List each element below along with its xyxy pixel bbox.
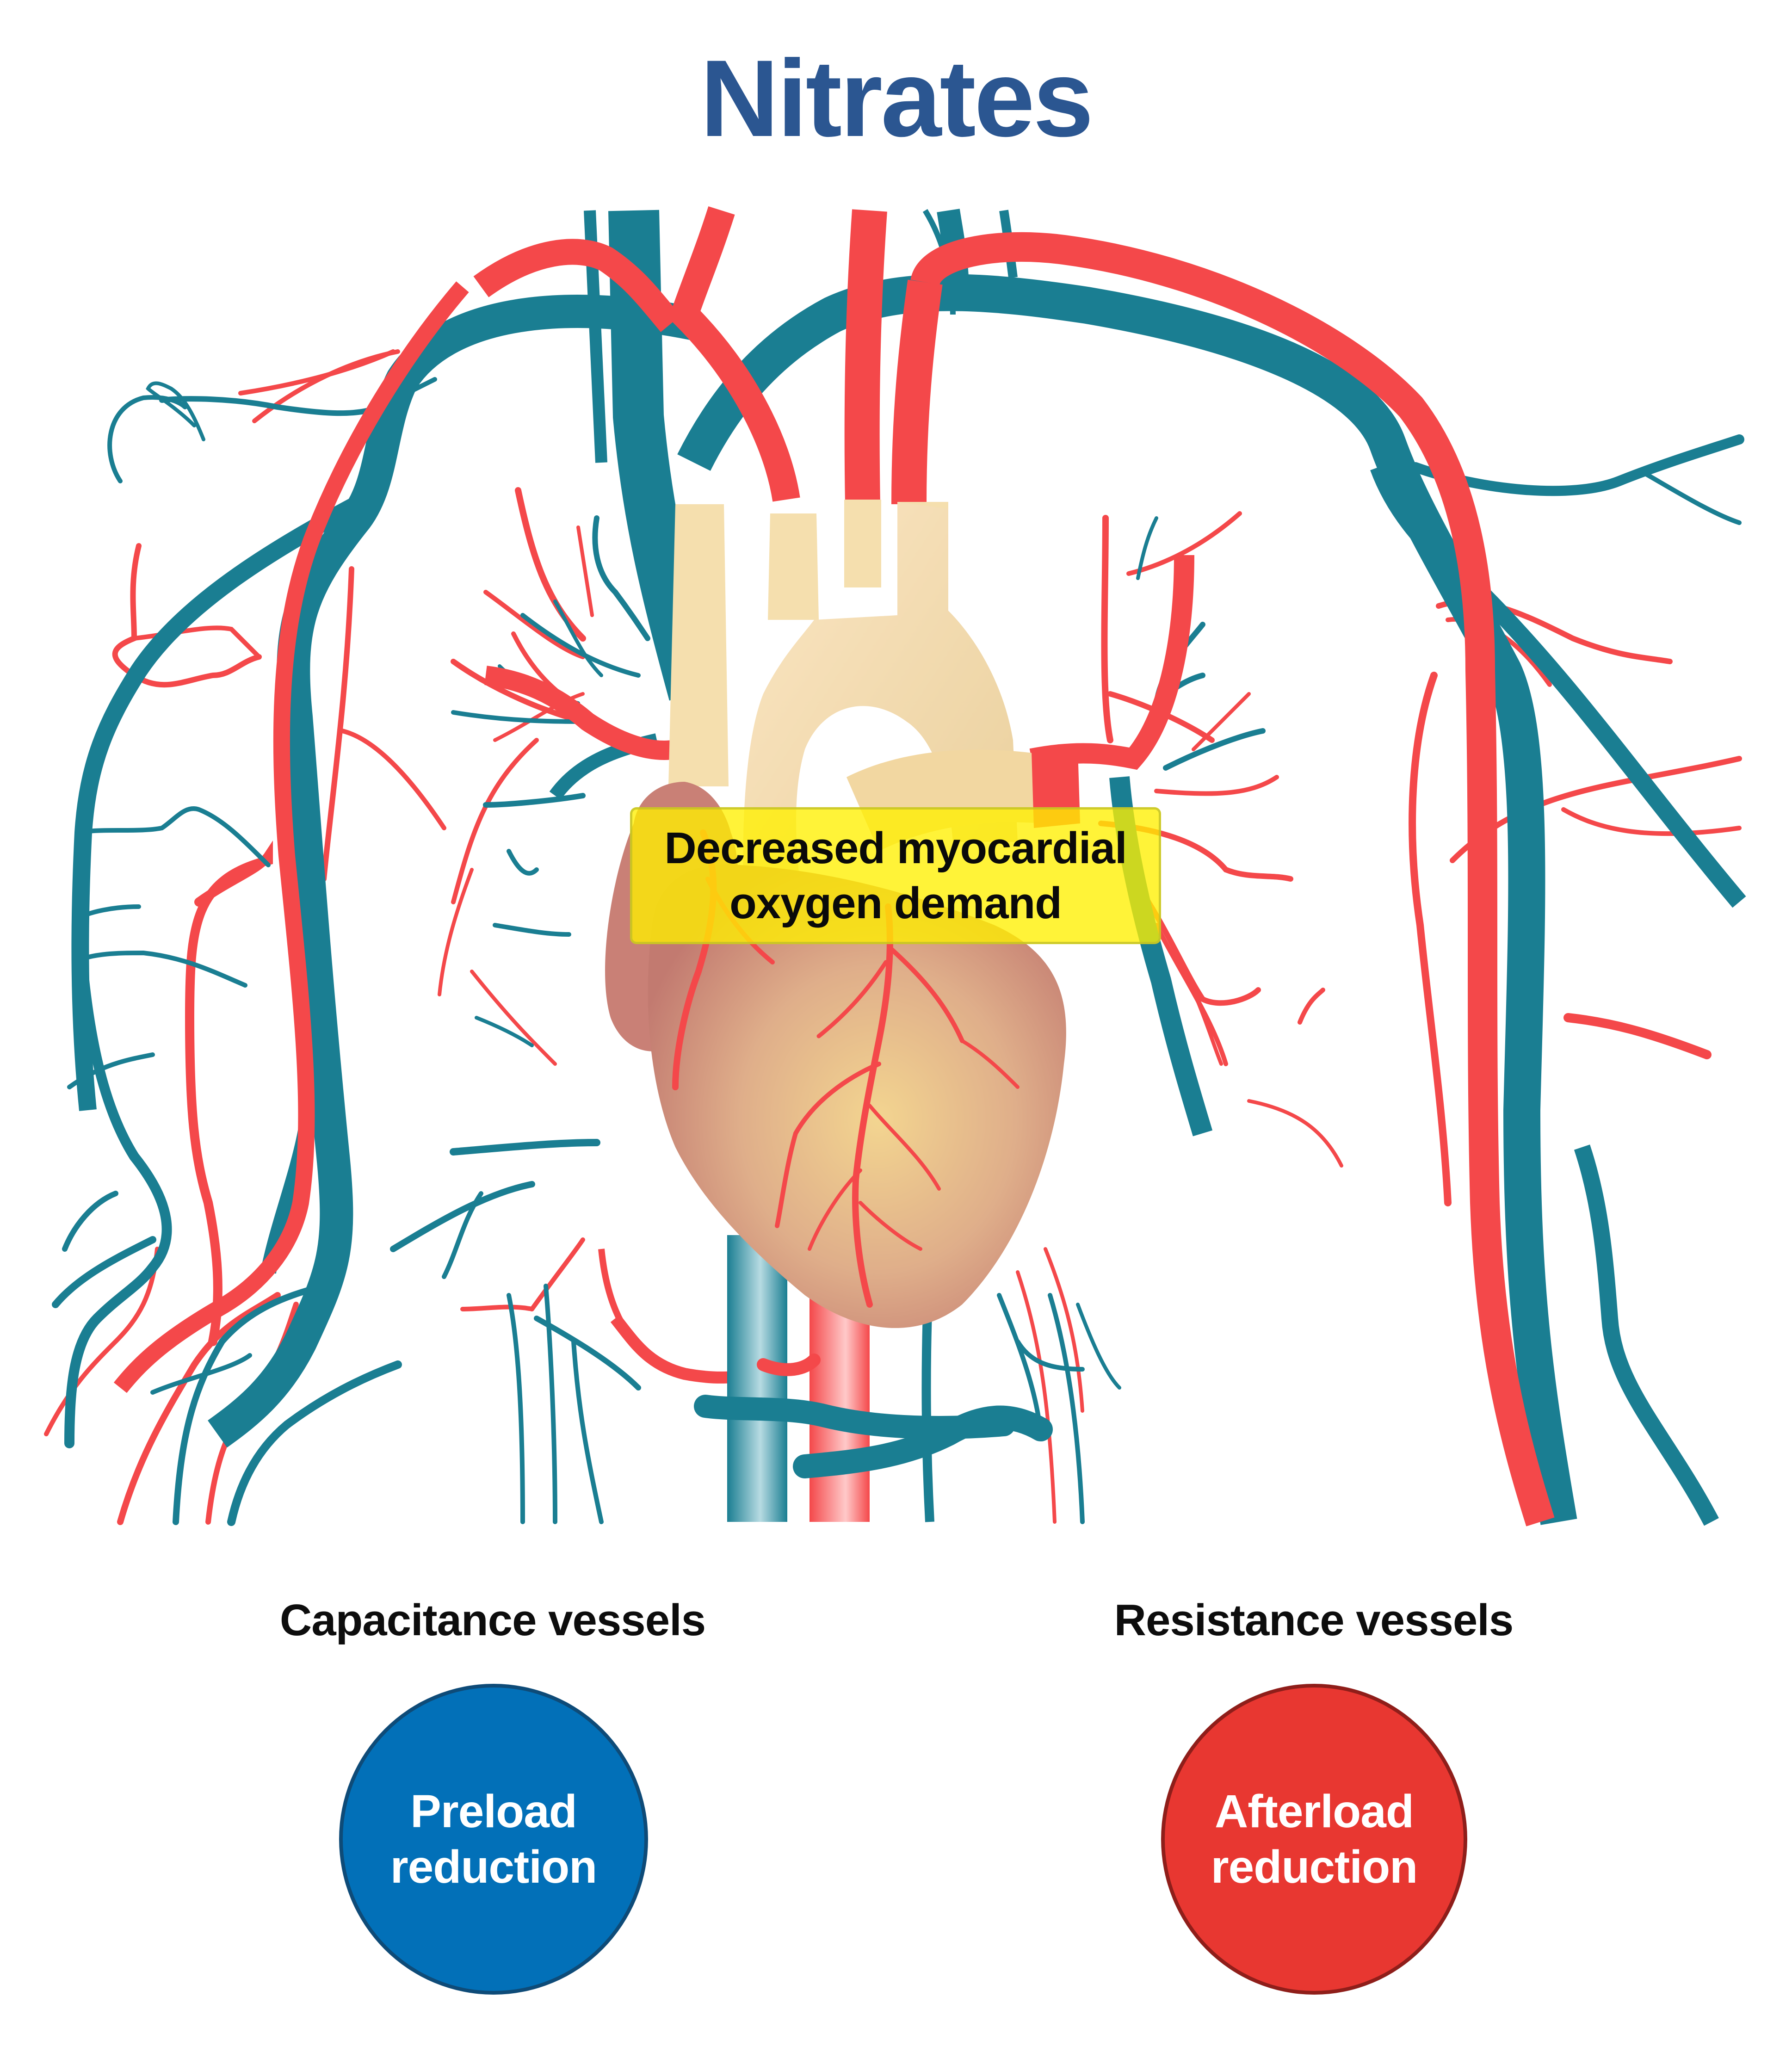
preload-line-2: reduction bbox=[390, 1841, 598, 1893]
afterload-line-2: reduction bbox=[1211, 1841, 1418, 1893]
small-veins bbox=[52, 377, 1744, 1526]
callout-myocardial-oxygen-demand: Decreased myocardial oxygen demand bbox=[630, 807, 1161, 944]
resistance-vessels-heading: Resistance vessels bbox=[1114, 1595, 1514, 1645]
capacitance-vessels-heading: Capacitance vessels bbox=[279, 1595, 706, 1645]
major-arteries bbox=[113, 206, 1555, 1527]
callout-line-2: oxygen demand bbox=[729, 878, 1062, 928]
afterload-reduction-circle: Afterload reduction bbox=[1161, 1684, 1467, 1995]
callout-line-1: Decreased myocardial bbox=[664, 823, 1127, 873]
inferior-vena-cava bbox=[727, 1235, 787, 1522]
preload-reduction-circle: Preload reduction bbox=[339, 1684, 648, 1995]
afterload-line-1: Afterload bbox=[1215, 1786, 1414, 1837]
page-title: Nitrates bbox=[700, 37, 1094, 160]
preload-line-1: Preload bbox=[410, 1786, 577, 1837]
